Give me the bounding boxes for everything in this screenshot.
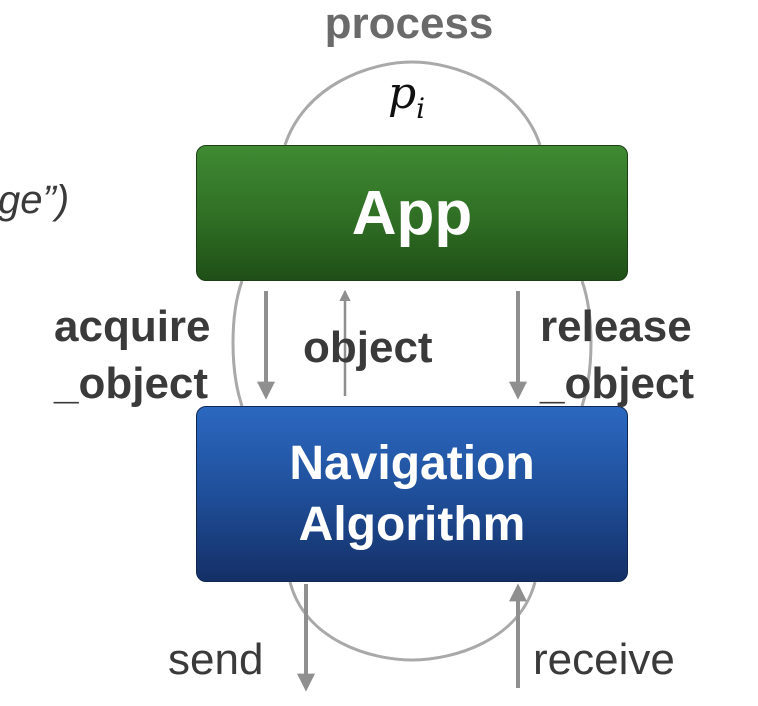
navigation-box-label-line1: Navigation	[289, 436, 535, 490]
acquire-object-label: acquire _object	[54, 298, 211, 412]
object-label: object	[303, 323, 433, 372]
clipped-side-text: ge”)	[0, 178, 70, 222]
acquire-object-label-line1: acquire	[54, 302, 211, 351]
send-label: send	[168, 635, 264, 684]
left-vertical-arc	[231, 280, 244, 407]
app-box: App	[196, 145, 628, 281]
process-symbol-letter: p	[388, 68, 417, 119]
app-box-label: App	[351, 178, 473, 248]
acquire-object-label-line2: _object	[54, 359, 209, 409]
release-object-label-line2: _object	[540, 359, 695, 409]
right-vertical-arc	[580, 280, 593, 407]
release-object-label: release _object	[540, 298, 694, 412]
receive-label: receive	[533, 635, 675, 684]
process-symbol: pi	[388, 72, 425, 123]
process-symbol-subscript: i	[416, 92, 426, 125]
bottom-loop-arc	[288, 581, 537, 662]
navigation-algorithm-box: Navigation Algorithm	[196, 406, 628, 582]
navigation-box-label-line2: Algorithm	[298, 498, 526, 551]
process-label: process	[324, 0, 494, 48]
release-object-label-line1: release	[540, 302, 692, 351]
process-loop-arc	[283, 60, 542, 146]
